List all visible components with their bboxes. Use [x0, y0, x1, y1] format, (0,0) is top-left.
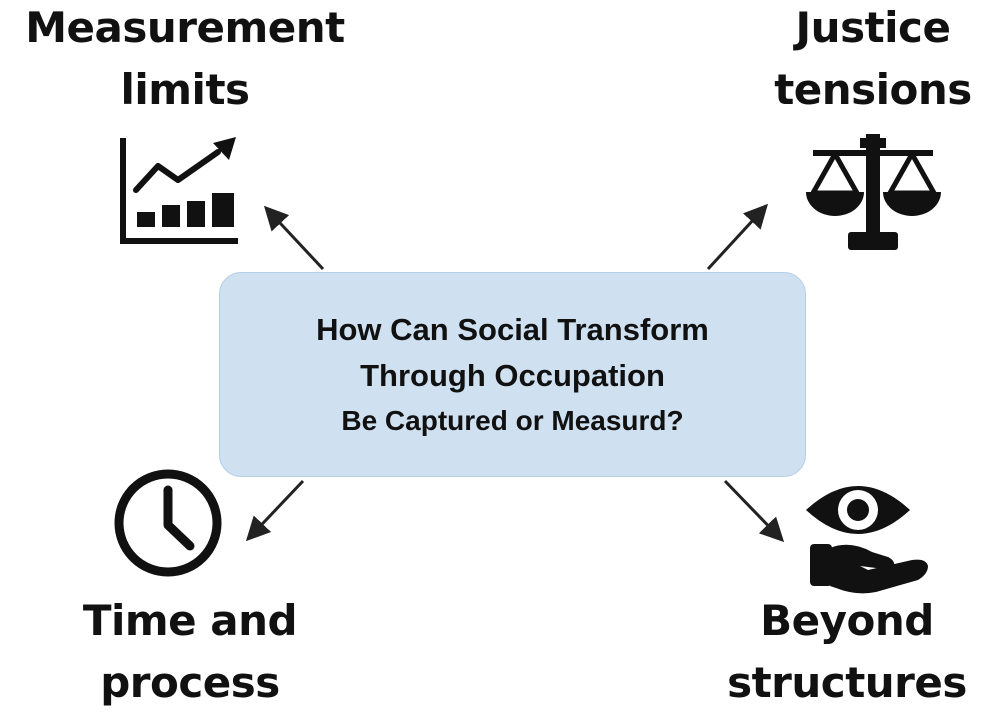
central-question-box: How Can Social Transform Through Occupat…: [219, 272, 806, 477]
justice-tensions-line2: tensions: [774, 65, 972, 114]
central-question-line2: Through Occupation: [360, 357, 665, 393]
measurement-limits-line1: Measurement: [25, 3, 345, 52]
measurement-limits-label: Measurement limits: [10, 0, 360, 121]
scales-of-justice-icon: [806, 134, 941, 250]
time-and-process-label: Time and process: [60, 590, 320, 714]
clock-icon: [114, 469, 222, 577]
beyond-structures-line1: Beyond: [760, 596, 934, 645]
arrow-to-beyond-structures: [723, 479, 785, 543]
arrow-to-time-and-process: [245, 479, 305, 542]
beyond-structures-label: Beyond structures: [712, 590, 982, 714]
time-and-process-line1: Time and: [82, 596, 298, 645]
central-question-line1: How Can Social Transform: [316, 311, 709, 347]
eye-in-hand-icon: [806, 486, 928, 594]
justice-tensions-line1: Justice: [795, 3, 951, 52]
time-and-process-line2: process: [100, 658, 280, 707]
chart-growth-icon: [120, 137, 238, 244]
justice-tensions-label: Justice tensions: [768, 0, 978, 121]
measurement-limits-line2: limits: [120, 65, 250, 114]
arrow-to-justice-tensions: [706, 203, 769, 271]
beyond-structures-line2: structures: [727, 658, 967, 707]
arrow-to-measurement-limits: [263, 205, 325, 271]
central-question-line3: Be Captured or Measurd?: [341, 404, 684, 436]
